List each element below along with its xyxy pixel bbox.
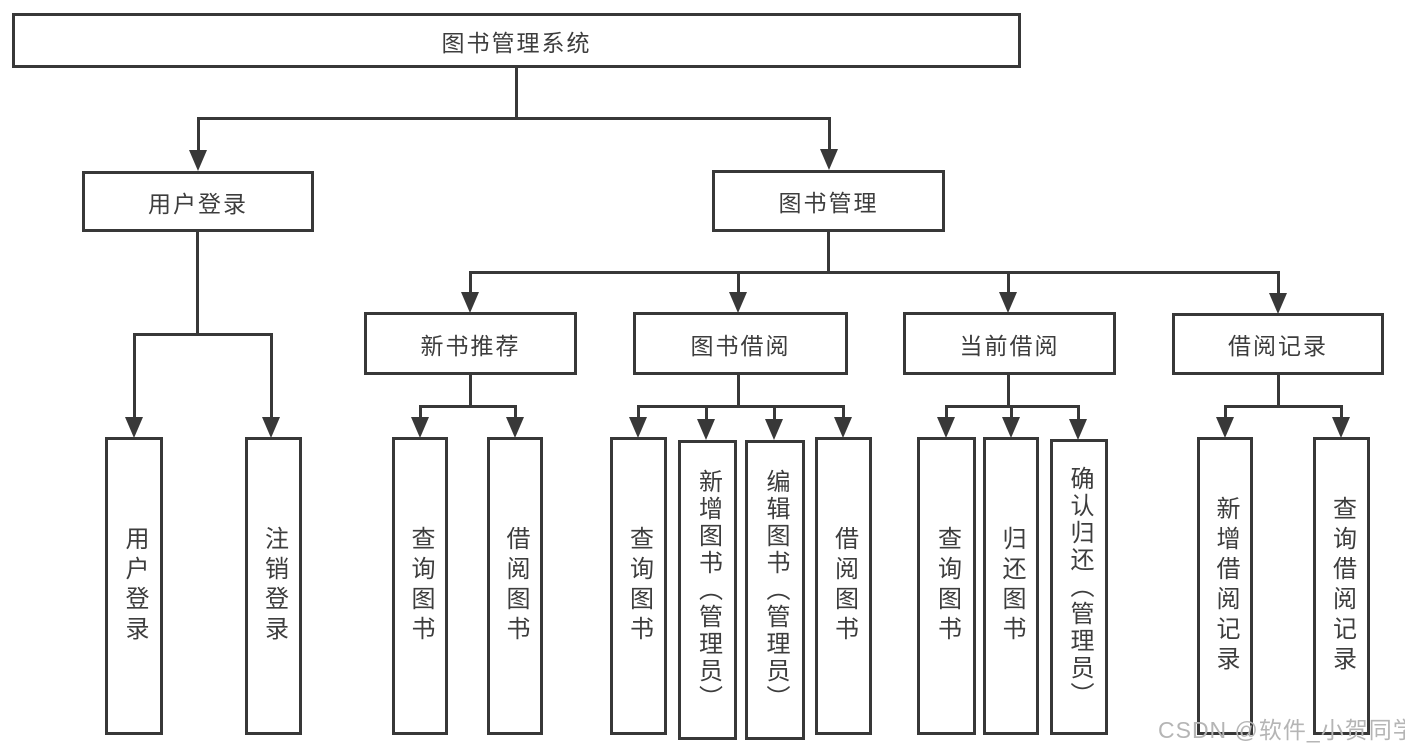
node-bb-add-books: 新增图书（管理员） [678, 440, 737, 740]
node-current-borrowing-label: 当前借阅 [959, 332, 1060, 359]
connector-line [1007, 375, 1010, 408]
connector-line [197, 117, 831, 120]
connector-line [637, 405, 845, 408]
arrowhead-icon [1332, 417, 1350, 438]
connector-line [1077, 405, 1080, 419]
arrowhead-icon [729, 292, 747, 313]
arrowhead-icon [461, 292, 479, 313]
node-br-query-record: 查询借阅记录 [1313, 437, 1370, 735]
node-root-label: 图书管理系统 [441, 29, 592, 56]
node-nbr-borrow-books-label: 借阅图书 [502, 526, 529, 646]
arrowhead-icon [1069, 419, 1087, 440]
arrowhead-icon [629, 417, 647, 438]
connector-line [1010, 405, 1013, 419]
arrowhead-icon [1002, 417, 1020, 438]
node-cb-confirm-return-label: 确认归还（管理员） [1066, 465, 1093, 709]
arrowhead-icon [262, 417, 280, 438]
node-user-login-label: 用户登录 [121, 526, 148, 646]
node-book-management-label: 图书管理 [778, 190, 879, 216]
node-borrow-records-label: 借阅记录 [1228, 333, 1328, 359]
node-nbr-query-books-label: 查询图书 [407, 526, 434, 646]
node-logout: 注销登录 [245, 437, 302, 735]
arrowhead-icon [820, 149, 838, 170]
node-bb-query-books: 查询图书 [610, 437, 667, 735]
connector-line [270, 333, 273, 417]
node-cb-confirm-return: 确认归还（管理员） [1050, 439, 1108, 735]
connector-line [737, 271, 740, 294]
connector-line [1224, 405, 1343, 408]
connector-line [1277, 375, 1280, 408]
connector-line [469, 271, 1280, 274]
connector-line [419, 405, 422, 419]
node-user-login: 用户登录 [105, 437, 163, 735]
node-borrow-records: 借阅记录 [1172, 313, 1384, 375]
connector-line [133, 333, 273, 336]
connector-line [637, 405, 640, 419]
arrowhead-icon [125, 417, 143, 438]
node-logout-label: 注销登录 [260, 526, 288, 646]
node-user-login-branch: 用户登录 [82, 171, 314, 232]
node-new-book-recommend-label: 新书推荐 [420, 332, 521, 359]
node-user-login-branch-label: 用户登录 [148, 190, 248, 217]
arrowhead-icon [697, 419, 715, 440]
node-bb-edit-books-label: 编辑图书（管理员） [762, 468, 789, 712]
connector-line [828, 117, 831, 153]
node-root: 图书管理系统 [12, 13, 1021, 68]
arrowhead-icon [834, 417, 852, 438]
connector-line [1340, 405, 1343, 419]
node-br-add-record: 新增借阅记录 [1197, 437, 1253, 735]
node-bb-add-books-label: 新增图书（管理员） [694, 468, 722, 712]
connector-line [945, 405, 948, 419]
node-bb-query-books-label: 查询图书 [625, 526, 653, 646]
arrowhead-icon [937, 417, 955, 438]
node-book-borrowing: 图书借阅 [633, 312, 848, 375]
node-bb-borrow-books-label: 借阅图书 [830, 526, 858, 646]
connector-line [842, 405, 845, 419]
arrowhead-icon [765, 419, 783, 440]
arrowhead-icon [411, 417, 429, 438]
connector-line [1224, 405, 1227, 419]
arrowhead-icon [1216, 417, 1234, 438]
connector-line [197, 117, 200, 153]
node-book-borrowing-label: 图书借阅 [690, 332, 791, 359]
connector-line [737, 375, 740, 408]
node-bb-edit-books: 编辑图书（管理员） [745, 440, 805, 740]
node-cb-return-books: 归还图书 [983, 437, 1039, 735]
arrowhead-icon [189, 150, 207, 171]
connector-line [469, 375, 472, 408]
arrowhead-icon [1269, 293, 1287, 314]
connector-line [419, 405, 517, 408]
connector-line [515, 66, 518, 119]
connector-line [827, 232, 830, 273]
connector-line [705, 405, 708, 419]
arrowhead-icon [999, 292, 1017, 313]
csdn-watermark: CSDN @软件_小贺同学 [1158, 717, 1405, 743]
connector-line [469, 271, 472, 294]
connector-line [1277, 271, 1280, 294]
node-cb-query-books-label: 查询图书 [933, 526, 961, 646]
connector-line [773, 405, 776, 419]
node-new-book-recommend: 新书推荐 [364, 312, 577, 375]
node-br-query-record-label: 查询借阅记录 [1328, 496, 1356, 676]
node-cb-return-books-label: 归还图书 [998, 526, 1025, 646]
connector-line [1007, 271, 1010, 294]
node-book-management: 图书管理 [712, 170, 945, 232]
node-nbr-query-books: 查询图书 [392, 437, 448, 735]
connector-line [196, 232, 199, 335]
arrowhead-icon [506, 417, 524, 438]
node-br-add-record-label: 新增借阅记录 [1212, 496, 1239, 676]
connector-line [514, 405, 517, 419]
node-nbr-borrow-books: 借阅图书 [487, 437, 543, 735]
node-bb-borrow-books: 借阅图书 [815, 437, 872, 735]
node-current-borrowing: 当前借阅 [903, 312, 1116, 375]
node-cb-query-books: 查询图书 [917, 437, 976, 735]
connector-line [133, 333, 136, 417]
